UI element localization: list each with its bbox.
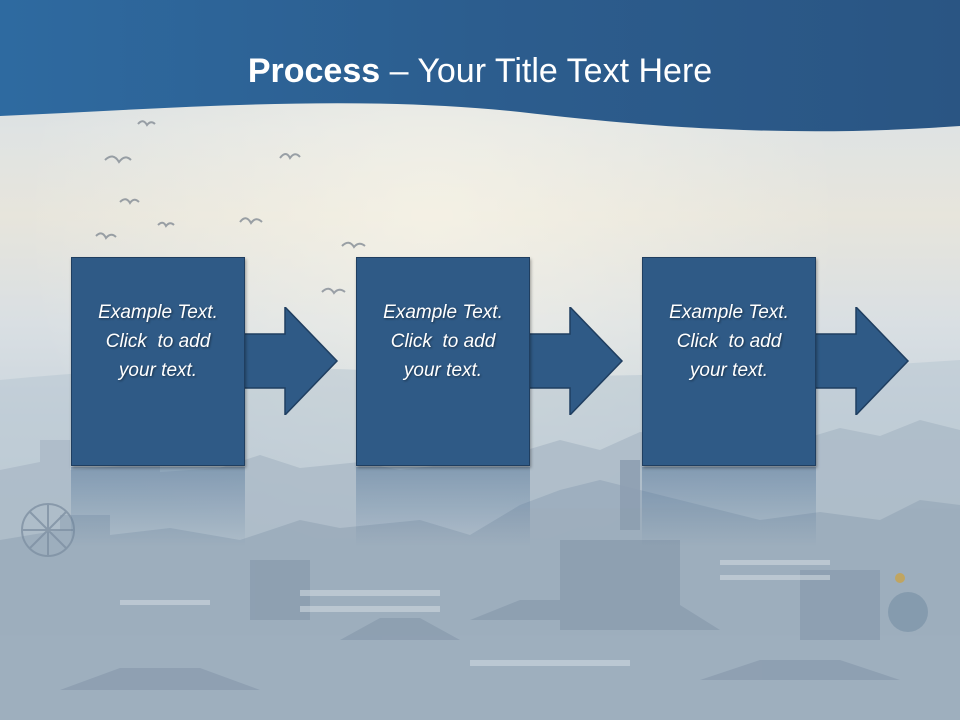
right-arrow-icon <box>528 307 624 415</box>
card-reflection <box>356 467 530 547</box>
right-arrow-icon <box>243 307 339 415</box>
title-bold: Process <box>247 52 381 90</box>
step-text: Example Text. Click to add your text. <box>92 298 224 385</box>
step-line: your text. <box>118 360 198 381</box>
step-line: Click to add <box>390 331 496 352</box>
process-step-2[interactable]: Example Text. Click to add your text. <box>356 257 530 466</box>
title-rest: – Your Title Text Here <box>380 52 713 90</box>
step-text: Example Text. Click to add your text. <box>377 298 509 385</box>
process-step-1[interactable]: Example Text. Click to add your text. <box>71 257 245 466</box>
birds <box>95 120 366 295</box>
card-reflection <box>71 467 245 547</box>
title-band <box>0 0 960 132</box>
step-text: Example Text. Click to add your text. <box>663 298 795 385</box>
step-line: Click to add <box>676 331 782 352</box>
step-line: Example Text. <box>98 302 218 323</box>
card-reflection <box>642 467 816 547</box>
step-line: your text. <box>689 360 769 381</box>
process-step-3[interactable]: Example Text. Click to add your text. <box>642 257 816 466</box>
step-line: Example Text. <box>383 302 503 323</box>
step-line: Example Text. <box>669 302 789 323</box>
slide-title[interactable]: Process – Your Title Text Here <box>0 52 960 91</box>
step-line: your text. <box>403 360 483 381</box>
step-line: Click to add <box>105 331 211 352</box>
right-arrow-icon <box>814 307 910 415</box>
